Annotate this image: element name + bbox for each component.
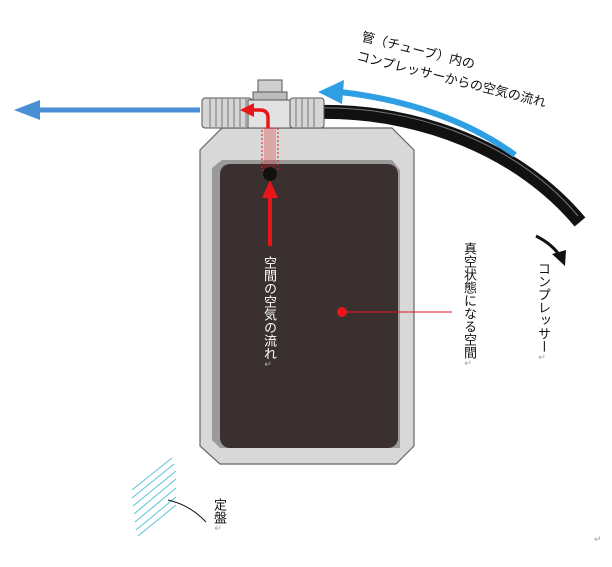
page-return-mark: ↵ xyxy=(594,535,602,545)
fixed-plate-label-text: 定盤 xyxy=(211,498,226,524)
fixed-plate-leader xyxy=(167,499,207,523)
compressor-label-text: コンプレッサー xyxy=(535,262,550,353)
return-mark: ↵ xyxy=(263,360,273,370)
compressor-tube xyxy=(317,104,586,227)
vacuum-space-pointer xyxy=(337,307,452,317)
suction-port xyxy=(263,167,277,181)
fixed-plate-label: 定盤↵ xyxy=(211,498,226,534)
space-air-flow-label: 空間の空気の流れ↵ xyxy=(261,256,276,370)
compressor-label: コンプレッサー↵ xyxy=(535,262,550,363)
fixed-plate-hatch xyxy=(131,457,177,537)
tube-flow-arrow xyxy=(318,80,517,158)
space-air-flow-arrow xyxy=(240,103,278,246)
outflow-arrow xyxy=(14,100,200,120)
space-air-flow-label-text: 空間の空気の流れ xyxy=(261,256,276,360)
return-mark: ↵ xyxy=(213,524,223,534)
vacuum-space-label: 真空状態になる空間↵ xyxy=(461,242,476,369)
connector-fitting xyxy=(201,79,325,129)
vacuum-space-region xyxy=(220,164,398,448)
compressor-direction-arrow xyxy=(535,234,566,266)
vacuum-space-label-text: 真空状態になる空間 xyxy=(461,242,476,359)
return-mark: ↵ xyxy=(463,359,473,369)
return-mark: ↵ xyxy=(537,353,547,363)
